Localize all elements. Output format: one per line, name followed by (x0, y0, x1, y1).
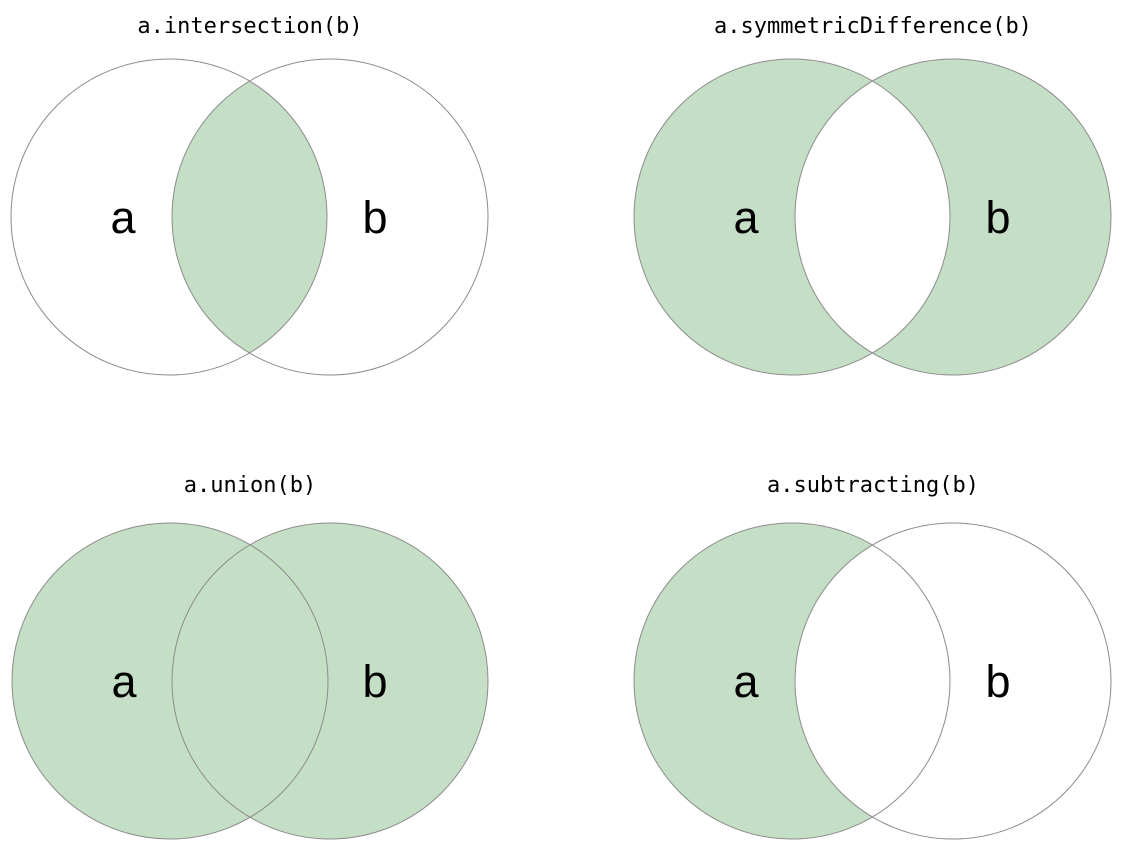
venn-cell-subtracting: a.subtracting(b) a b (561, 425, 1122, 851)
set-a-label: a (111, 656, 137, 707)
venn-cell-intersection: a.intersection(b) a b (0, 0, 561, 425)
venn-diagram-symmetric-difference: a.symmetricDifference(b) a b (633, 14, 1112, 376)
venn-cell-symmetric-difference: a.symmetricDifference(b) a b (561, 0, 1122, 425)
set-a-label: a (733, 192, 759, 243)
region-intersection-shaded (172, 59, 327, 375)
circle-a-outline (633, 522, 951, 840)
circle-a-outline (633, 58, 951, 376)
diagram-title: a.intersection(b) (137, 14, 362, 39)
venn-diagram-union: a.union(b) a b (11, 473, 489, 840)
circle-a-outline (10, 58, 328, 376)
set-a-label: a (733, 656, 759, 707)
venn-diagram-subtracting: a.subtracting(b) a b (633, 473, 1112, 840)
circle-b-outline (171, 58, 489, 376)
region-intersection-unshaded (795, 523, 950, 839)
venn-cell-union: a.union(b) a b (0, 425, 561, 851)
set-b-label: b (985, 656, 1010, 707)
set-a-label: a (110, 192, 136, 243)
circle-a-outline (11, 522, 329, 840)
set-b-label: b (362, 192, 387, 243)
region-b-shaded (172, 523, 488, 839)
diagram-title: a.union(b) (184, 473, 316, 498)
circle-b-outline (171, 522, 489, 840)
diagram-title: a.symmetricDifference(b) (714, 14, 1032, 39)
circle-b-outline (794, 58, 1112, 376)
circle-b-outline (794, 522, 1112, 840)
diagram-title: a.subtracting(b) (767, 473, 979, 498)
set-b-label: b (362, 656, 387, 707)
venn-diagram-intersection: a.intersection(b) a b (10, 14, 489, 376)
region-intersection-unshaded (795, 59, 950, 375)
set-b-label: b (985, 192, 1010, 243)
